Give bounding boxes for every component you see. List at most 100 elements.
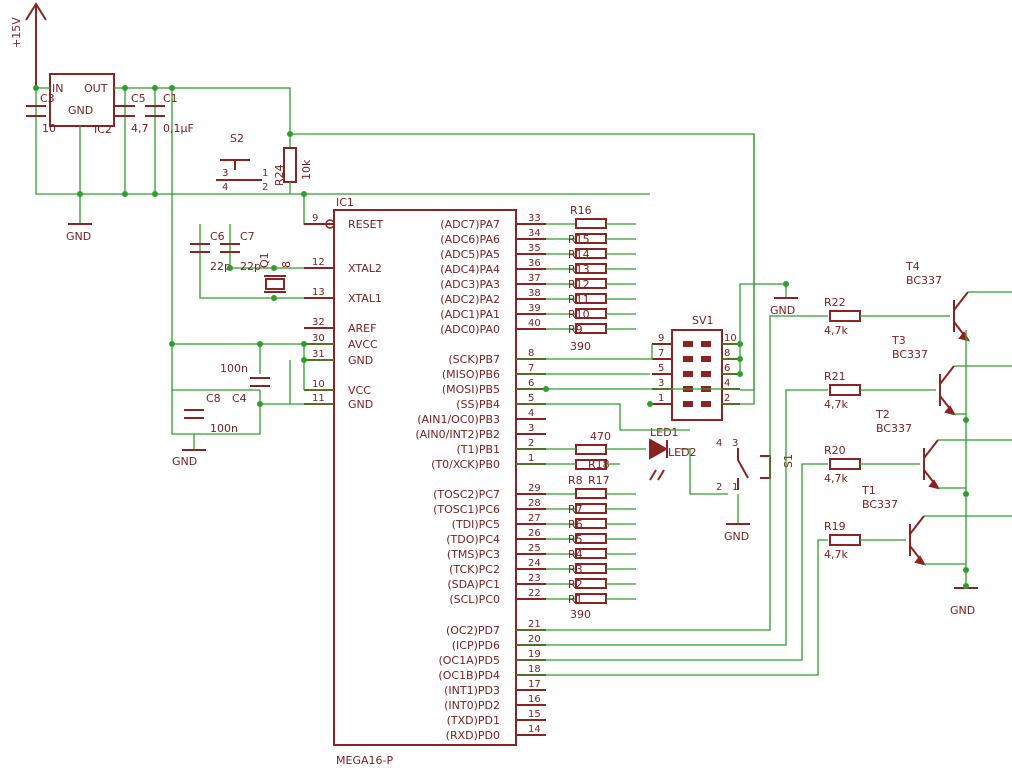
chip-name: IC1 xyxy=(336,196,354,209)
gnd-label-2: GND xyxy=(172,455,197,468)
pin-label: (T1)PB1 xyxy=(457,443,500,456)
pin-number: 34 xyxy=(528,228,541,239)
portc-res-value: 390 xyxy=(570,608,591,621)
pin-number: 12 xyxy=(312,257,325,268)
crystal-value: 8 xyxy=(280,261,293,268)
transistor-part: BC337 xyxy=(906,274,942,287)
pin-number: 35 xyxy=(528,243,541,254)
s2-pin: 1 xyxy=(262,168,268,179)
pin-label: (TCK)PC2 xyxy=(449,563,500,576)
crystal-name: Q1 xyxy=(258,252,271,268)
pin-label: (ADC3)PA3 xyxy=(440,278,500,291)
pin-number: 16 xyxy=(528,694,541,705)
transistor-name: T4 xyxy=(905,260,920,273)
led-section: 470 R18 R8 R17 LED1 LED2 xyxy=(516,426,728,495)
pin-number: 21 xyxy=(528,619,541,630)
emitter-arrow xyxy=(914,555,927,566)
emitter-arrow xyxy=(958,331,971,342)
pin-number: 36 xyxy=(528,258,541,269)
pin-label: XTAL2 xyxy=(348,262,382,275)
pin-label: (AIN0/INT2)PB2 xyxy=(415,428,500,441)
header-contact xyxy=(701,371,711,377)
header-pin-num: 10 xyxy=(724,333,737,344)
cap-name: C1 xyxy=(163,92,178,105)
decoupling-section: 100n C4 C8 100n GND xyxy=(169,341,334,468)
transistor-part: BC337 xyxy=(862,498,898,511)
cap-value: 100n xyxy=(220,362,248,375)
base-resistor xyxy=(829,534,861,546)
pin-number: 30 xyxy=(312,333,325,344)
s1-pin: 2 xyxy=(716,482,722,493)
resistor-label: R9 xyxy=(568,323,583,336)
pin-number: 24 xyxy=(528,558,541,569)
pin-number: 39 xyxy=(528,303,541,314)
pin-label: VCC xyxy=(348,384,371,397)
pin-number: 14 xyxy=(528,724,541,735)
resistor-name: R20 xyxy=(824,444,846,457)
pin-label: (MOSI)PB5 xyxy=(442,383,500,396)
s1-pin: 1 xyxy=(732,482,738,493)
s1-pin: 4 xyxy=(716,438,722,449)
header-pin-num: 2 xyxy=(724,393,730,404)
porta-res-value: 390 xyxy=(570,340,591,353)
pin-number: 7 xyxy=(528,363,534,374)
crystal-section: C6 22p C7 22p Q1 8 xyxy=(190,224,334,301)
resistor-value: 4,7k xyxy=(824,472,848,485)
cap-value: 10 xyxy=(42,122,56,135)
switch-s1-name: S1 xyxy=(782,454,795,468)
header-body xyxy=(671,329,723,421)
pin-number: 9 xyxy=(312,213,318,224)
resistor-value: 4,7k xyxy=(824,548,848,561)
pin-number: 17 xyxy=(528,679,541,690)
pin-label: AREF xyxy=(348,322,376,335)
pin-label: (TDI)PC5 xyxy=(452,518,500,531)
pin-label: (TOSC2)PC7 xyxy=(433,488,500,501)
pin-label: RESET xyxy=(348,218,384,231)
base-resistor xyxy=(829,384,861,396)
pin-number: 3 xyxy=(528,423,534,434)
resistor-label: R13 xyxy=(568,263,590,276)
supply-label: +15V xyxy=(10,17,23,48)
pin-label: GND xyxy=(348,354,373,367)
pin-label: (T0/XCK)PB0 xyxy=(431,458,500,471)
pin-label: (OC1B)PD4 xyxy=(438,669,500,682)
pin-label: (AIN1/OC0)PB3 xyxy=(417,413,500,426)
pin-number: 13 xyxy=(312,287,325,298)
pin-number: 33 xyxy=(528,213,541,224)
pin-label: (OC1A)PD5 xyxy=(438,654,500,667)
resistor-label: R12 xyxy=(568,278,590,291)
cap-name: C8 xyxy=(206,392,221,405)
pin-label: (ADC5)PA5 xyxy=(440,248,500,261)
pin-label: (ADC1)PA1 xyxy=(440,308,500,321)
pin-number: 18 xyxy=(528,664,541,675)
pin-label: (INT0)PD2 xyxy=(444,699,500,712)
cap-name: C4 xyxy=(232,392,247,405)
base-resistor xyxy=(829,458,861,470)
resistor-label: R1 xyxy=(568,593,583,606)
gnd-label-5: GND xyxy=(950,604,975,617)
pin-number: 11 xyxy=(312,393,325,404)
transistor-drivers: R224,7kT4BC337R214,7kT3BC337R204,7kT2BC3… xyxy=(824,260,1012,566)
cap-name: C7 xyxy=(240,230,255,243)
header-pin-num: 8 xyxy=(724,348,730,359)
resistor-label: R2 xyxy=(568,578,583,591)
pin-number: 23 xyxy=(528,573,541,584)
pin-number: 2 xyxy=(528,438,534,449)
pin-label: (TDO)PC4 xyxy=(446,533,500,546)
header-contact xyxy=(683,356,693,362)
pin-label: (ICP)PD6 xyxy=(452,639,500,652)
resistor-value: 4,7k xyxy=(824,398,848,411)
pin-label: (SDA)PC1 xyxy=(447,578,500,591)
pin-number: 38 xyxy=(528,288,541,299)
led-res-name-a: R8 xyxy=(568,474,583,487)
pin-number: 27 xyxy=(528,513,541,524)
header-contact xyxy=(683,341,693,347)
chip-body xyxy=(333,209,517,746)
transistor-part: BC337 xyxy=(892,348,928,361)
transistor-name: T3 xyxy=(891,334,906,347)
reg-name: IC2 xyxy=(94,123,112,136)
pin-number: 4 xyxy=(528,408,534,419)
